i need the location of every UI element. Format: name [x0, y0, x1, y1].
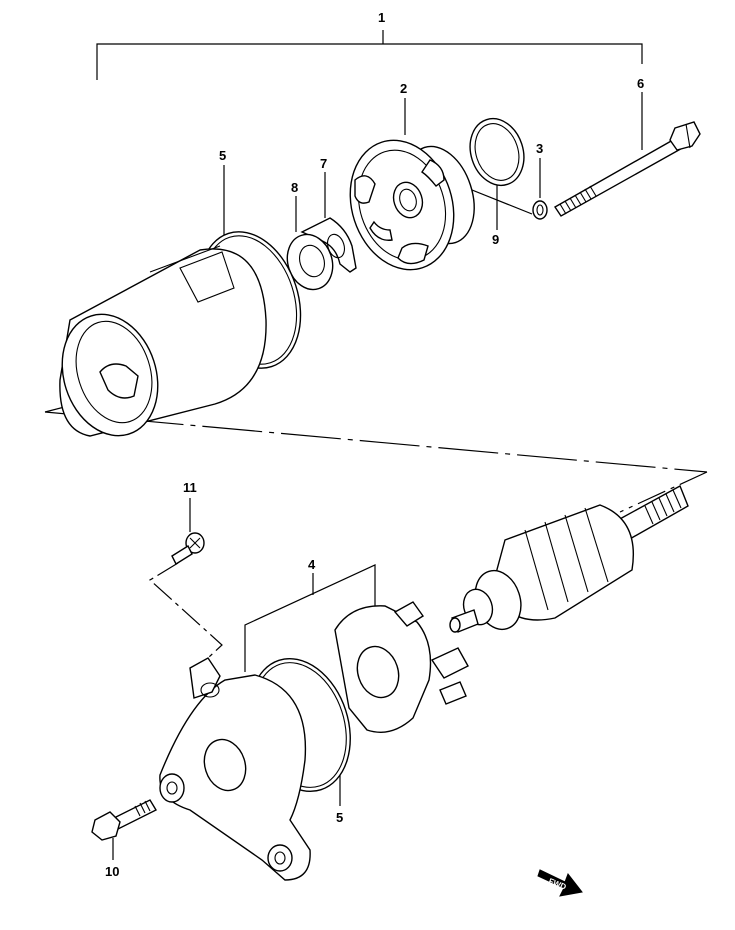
callout-4: 4 [308, 557, 316, 572]
small-washer [532, 200, 548, 220]
flange-bolt [91, 799, 157, 841]
o-ring-gasket [469, 117, 525, 187]
fwd-arrow-icon: FWD [537, 869, 583, 897]
callout-11: 11 [183, 480, 197, 495]
callout-5-lower: 5 [336, 810, 343, 825]
callout-6: 6 [637, 76, 644, 91]
assembly-bracket [96, 30, 643, 80]
armature [449, 485, 689, 633]
callout-labels: 1 2 3 4 5 5 6 7 8 9 10 11 [105, 10, 644, 879]
rear-cover [159, 657, 311, 881]
callout-5-upper: 5 [219, 148, 226, 163]
through-bolt [554, 121, 701, 217]
callout-2: 2 [400, 81, 407, 96]
yoke-housing [59, 245, 267, 437]
fwd-label: FWD [547, 877, 567, 892]
callout-10: 10 [105, 864, 119, 879]
callout-9: 9 [492, 232, 499, 247]
callout-1: 1 [378, 10, 385, 25]
small-screw [171, 532, 205, 566]
callout-8: 8 [291, 180, 298, 195]
brush-holder [334, 601, 469, 733]
brush-holder-plate [349, 139, 475, 271]
callout-3: 3 [536, 141, 543, 156]
callout-7: 7 [320, 156, 327, 171]
